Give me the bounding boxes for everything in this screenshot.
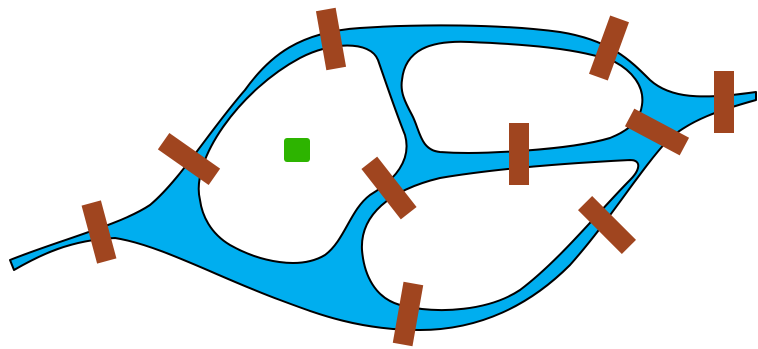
bridge-5 [714,71,734,133]
marker-square [284,138,310,162]
bridge-7 [509,123,529,185]
